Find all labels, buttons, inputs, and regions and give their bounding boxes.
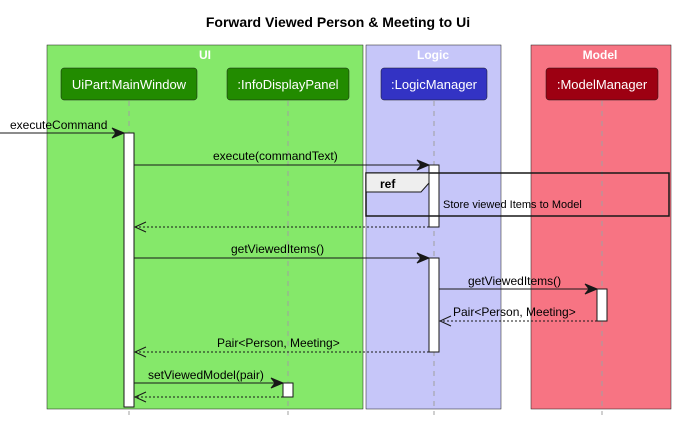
get-viewed-items-logic-label: getViewedItems() <box>231 242 324 256</box>
logicmanager-activation-1 <box>428 164 440 228</box>
return-pair-model-arrowhead <box>438 315 452 327</box>
infopanel-participant <box>226 67 350 101</box>
modelmanager-participant <box>545 67 659 101</box>
model-box-title: Model <box>583 48 618 62</box>
get-viewed-items-logic-arrowhead <box>416 252 431 264</box>
mainwindow-activation <box>123 132 135 408</box>
ref-tag-box <box>365 172 430 193</box>
ref-tag: ref <box>380 177 396 191</box>
execute-command-arrowhead <box>111 127 126 139</box>
set-viewed-model-arrowhead <box>270 377 285 389</box>
execute-command-label: executeCommand <box>10 118 107 132</box>
model-box <box>530 44 672 410</box>
execute-arrowhead <box>416 159 431 171</box>
logicmanager-participant <box>380 67 488 101</box>
infopanel-activation <box>282 382 294 398</box>
logic-box-title: Logic <box>417 48 449 62</box>
get-viewed-items-model-arrowhead <box>584 283 599 295</box>
return-pair-logic-arrowhead <box>133 346 147 358</box>
modelmanager-participant-label: :ModelManager <box>557 77 648 92</box>
ref-text: Store viewed Items to Model <box>443 199 582 211</box>
mainwindow-participant-label: UiPart:MainWindow <box>72 77 187 92</box>
return-pair-logic-label: Pair<Person, Meeting> <box>217 336 340 350</box>
execute-return-arrowhead <box>133 221 147 233</box>
ref-frame <box>365 172 670 217</box>
execute-label: execute(commandText) <box>213 149 338 163</box>
set-viewed-model-return-arrowhead <box>133 391 147 403</box>
logicmanager-participant-label: :LogicManager <box>391 77 478 92</box>
logicmanager-activation-2 <box>428 257 440 353</box>
diagram-title: Forward Viewed Person & Meeting to Ui <box>206 14 470 30</box>
set-viewed-model-label: setViewedModel(pair) <box>148 368 264 382</box>
modelmanager-activation <box>596 288 608 322</box>
return-pair-model-label: Pair<Person, Meeting> <box>453 305 576 319</box>
mainwindow-participant <box>60 67 198 101</box>
get-viewed-items-model-label: getViewedItems() <box>468 274 561 288</box>
ui-box-title: UI <box>199 48 211 62</box>
infopanel-participant-label: :InfoDisplayPanel <box>237 77 338 92</box>
